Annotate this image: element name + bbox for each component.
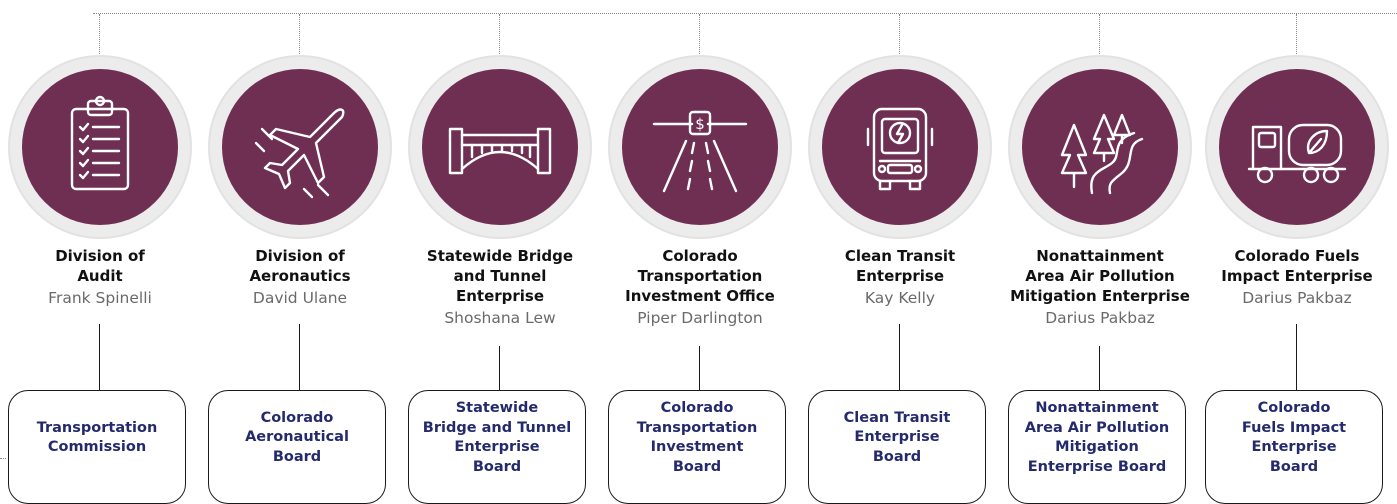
electric-bus-icon	[866, 107, 934, 191]
connector-line	[99, 14, 100, 60]
unit-title: Statewide Bridge and Tunnel Enterprise	[426, 247, 574, 305]
board-box: Colorado Aeronautical Board	[208, 390, 386, 504]
connector-line	[0, 458, 6, 459]
connector-line	[99, 324, 100, 390]
airplane-icon	[254, 108, 345, 199]
unit-fuels-impact: Colorado Fuels Impact Enterprise Darius …	[1197, 0, 1397, 504]
unit-director: Piper Darlington	[637, 309, 763, 327]
fuel-tanker-icon	[1247, 123, 1347, 184]
board-label: Transportation Commission	[36, 419, 158, 456]
connector-line	[499, 346, 500, 390]
unit-title: Colorado Fuels Impact Enterprise	[1221, 247, 1373, 285]
unit-director: Darius Pakbaz	[1242, 289, 1352, 307]
connector-line	[499, 14, 500, 60]
connector-line	[699, 14, 700, 60]
icon-disc	[822, 69, 978, 225]
trees-road-icon	[1060, 113, 1144, 195]
bridge-icon	[448, 127, 552, 175]
board-label: Colorado Aeronautical Board	[245, 409, 349, 465]
connector-line	[1099, 14, 1100, 60]
unit-director: Shoshana Lew	[444, 309, 556, 327]
board-label: Clean Transit Enterprise Board	[843, 409, 951, 465]
unit-bridge-and-tunnel: Statewide Bridge and Tunnel Enterprise S…	[400, 0, 600, 504]
connector-line	[93, 13, 1397, 14]
icon-disc	[22, 69, 178, 225]
connector-line	[899, 324, 900, 390]
unit-title: Clean Transit Enterprise	[844, 247, 956, 285]
board-box: Transportation Commission	[8, 390, 186, 504]
unit-investment-office: $ Colorado Transportation Investment Off…	[600, 0, 800, 504]
svg-text:$: $	[695, 115, 705, 133]
unit-title: Division of Aeronautics	[249, 247, 351, 285]
clipboard-checklist-icon	[70, 95, 130, 191]
unit-division-of-aeronautics: Division of Aeronautics David Ulane Colo…	[200, 0, 400, 504]
unit-title: Colorado Transportation Investment Offic…	[625, 247, 775, 305]
unit-director: Darius Pakbaz	[1045, 309, 1155, 327]
connector-line	[899, 14, 900, 60]
unit-nonattainment: Nonattainment Area Air Pollution Mitigat…	[1000, 0, 1200, 504]
board-label: Colorado Fuels Impact Enterprise Board	[1241, 400, 1347, 475]
unit-director: Frank Spinelli	[48, 289, 152, 307]
icon-disc: $	[622, 69, 778, 225]
unit-title: Nonattainment Area Air Pollution Mitigat…	[1010, 247, 1190, 305]
unit-division-of-audit: Division of Audit Frank Spinelli Transpo…	[0, 0, 200, 504]
board-box: Nonattainment Area Air Pollution Mitigat…	[1008, 390, 1186, 504]
unit-director: Kay Kelly	[864, 289, 936, 307]
icon-disc	[1022, 69, 1178, 225]
board-box: Colorado Fuels Impact Enterprise Board	[1205, 390, 1383, 504]
unit-director: David Ulane	[252, 289, 348, 307]
connector-line	[299, 14, 300, 60]
unit-clean-transit: Clean Transit Enterprise Kay Kelly Clean…	[800, 0, 1000, 504]
toll-road-icon: $	[652, 110, 748, 193]
icon-disc	[1219, 69, 1375, 225]
connector-line	[1296, 14, 1297, 60]
board-label: Statewide Bridge and Tunnel Enterprise B…	[422, 400, 572, 475]
board-box: Statewide Bridge and Tunnel Enterprise B…	[408, 390, 586, 504]
unit-title: Division of Audit	[55, 247, 145, 285]
board-label: Colorado Transportation Investment Board	[636, 400, 758, 475]
connector-line	[1296, 324, 1297, 390]
icon-disc	[422, 69, 578, 225]
connector-line	[299, 324, 300, 390]
connector-line	[1099, 346, 1100, 390]
board-label: Nonattainment Area Air Pollution Mitigat…	[1024, 400, 1170, 475]
connector-line	[699, 346, 700, 390]
board-box: Clean Transit Enterprise Board	[808, 390, 986, 504]
icon-disc	[222, 69, 378, 225]
board-box: Colorado Transportation Investment Board	[608, 390, 786, 504]
